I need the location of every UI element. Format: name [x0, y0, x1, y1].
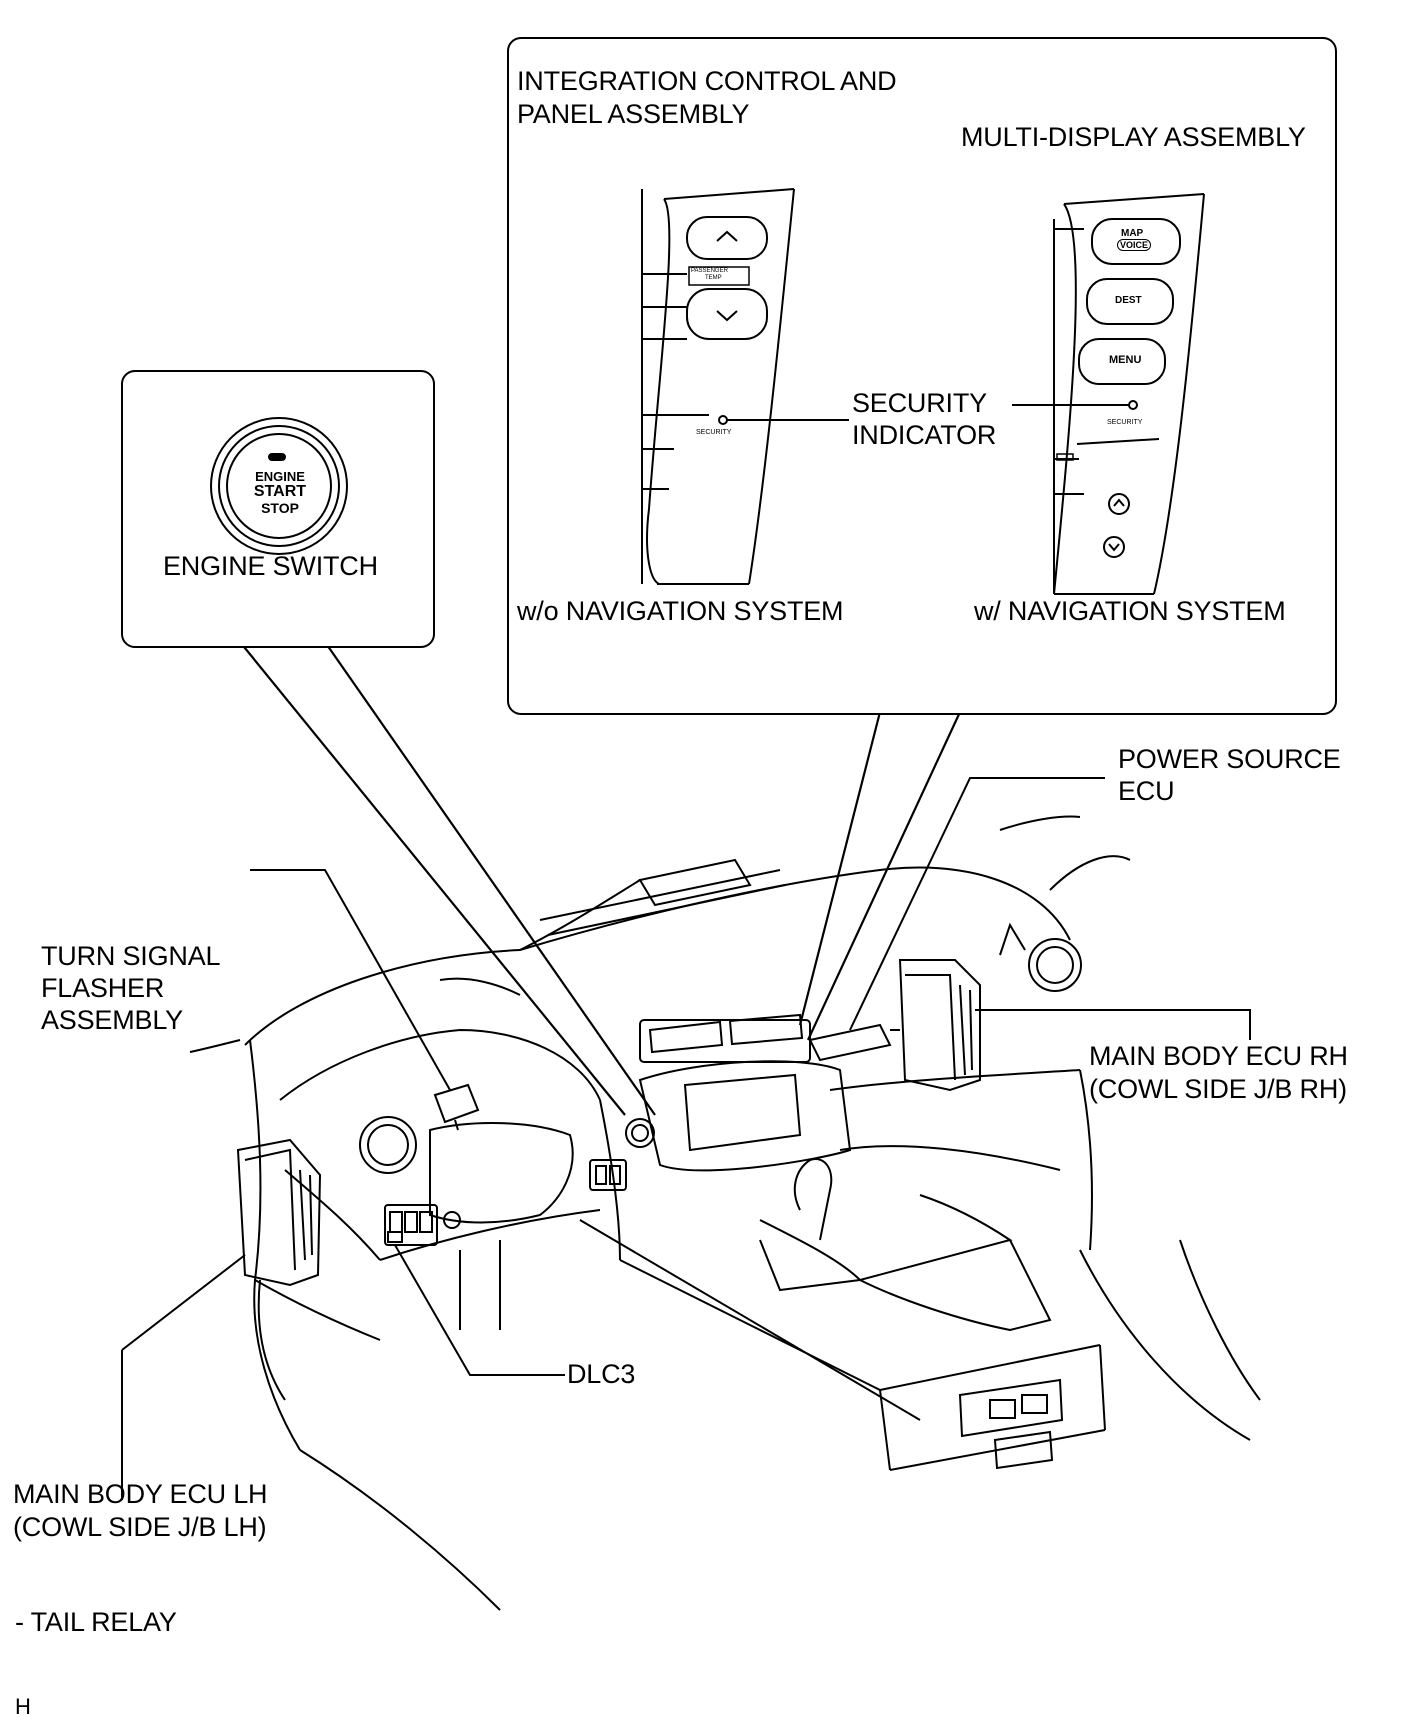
security-indicator-label-1: SECURITY [852, 388, 987, 418]
map-button-text: MAP [1121, 228, 1144, 239]
menu-button-text: MENU [1109, 354, 1142, 366]
integration-title-2: PANEL ASSEMBLY [517, 99, 750, 129]
main-body-ecu-lh-label-1: MAIN BODY ECU LH [13, 1479, 268, 1509]
main-body-ecu-rh-label-1: MAIN BODY ECU RH [1089, 1041, 1348, 1071]
multi-display-drawing [1012, 193, 1205, 595]
tail-relay-label: - TAIL RELAY [15, 1607, 177, 1637]
turn-signal-label-3: ASSEMBLY [41, 1005, 183, 1035]
power-source-ecu-drawing [808, 777, 1105, 1062]
engine-switch-start-text: START [253, 483, 307, 500]
main-body-ecu-rh-drawing [898, 959, 1251, 1092]
security-indicator-callout: INTEGRATION CONTROL AND PANEL ASSEMBLY M… [507, 37, 1337, 715]
turn-signal-label-2: FLASHER [41, 973, 165, 1003]
dashboard-body [189, 815, 1261, 1611]
engine-switch-engine-text: ENGINE [255, 469, 305, 484]
integration-panel-drawing [641, 188, 849, 585]
security-indicator-label-2: INDICATOR [852, 420, 997, 450]
dlc3-drawing [387, 1231, 565, 1376]
w-nav-label: w/ NAVIGATION SYSTEM [974, 596, 1286, 626]
turn-signal-label-1: TURN SIGNAL [41, 941, 221, 971]
panel-drawings [641, 188, 1205, 595]
engine-switch-label: ENGINE SWITCH [163, 551, 378, 581]
panel-leaders [798, 711, 961, 1041]
engine-switch-stop-text: STOP [261, 500, 299, 516]
dlc3-label: DLC3 [567, 1359, 636, 1389]
security-small-text-right: SECURITY [1107, 419, 1143, 426]
engine-switch-leaders [239, 641, 656, 1116]
turn-signal-flasher-drawing [250, 869, 480, 1131]
multi-display-title: MULTI-DISPLAY ASSEMBLY [961, 122, 1306, 152]
power-source-ecu-label-2: ECU [1118, 776, 1175, 806]
engine-switch-button [210, 417, 348, 555]
passenger-temp-text-2: TEMP [705, 275, 722, 281]
passenger-temp-text-1: PASSENGER [691, 268, 728, 274]
voice-button-text: VOICE [1117, 239, 1152, 251]
security-small-text-left: SECURITY [696, 429, 732, 436]
wo-nav-label: w/o NAVIGATION SYSTEM [517, 596, 844, 626]
integration-title-1: INTEGRATION CONTROL AND [517, 66, 897, 96]
engine-switch-callout: ENGINE START STOP ENGINE SWITCH [121, 370, 435, 648]
engine-switch-on-dash [625, 1118, 655, 1148]
footer-code: H [15, 1694, 31, 1719]
main-body-ecu-lh-label-2: (COWL SIDE J/B LH) [13, 1512, 267, 1542]
main-body-ecu-rh-label-2: (COWL SIDE J/B RH) [1089, 1074, 1347, 1104]
main-body-ecu-lh-drawing [121, 1138, 322, 1500]
dest-button-text: DEST [1115, 295, 1142, 306]
power-source-ecu-label-1: POWER SOURCE [1118, 744, 1341, 774]
